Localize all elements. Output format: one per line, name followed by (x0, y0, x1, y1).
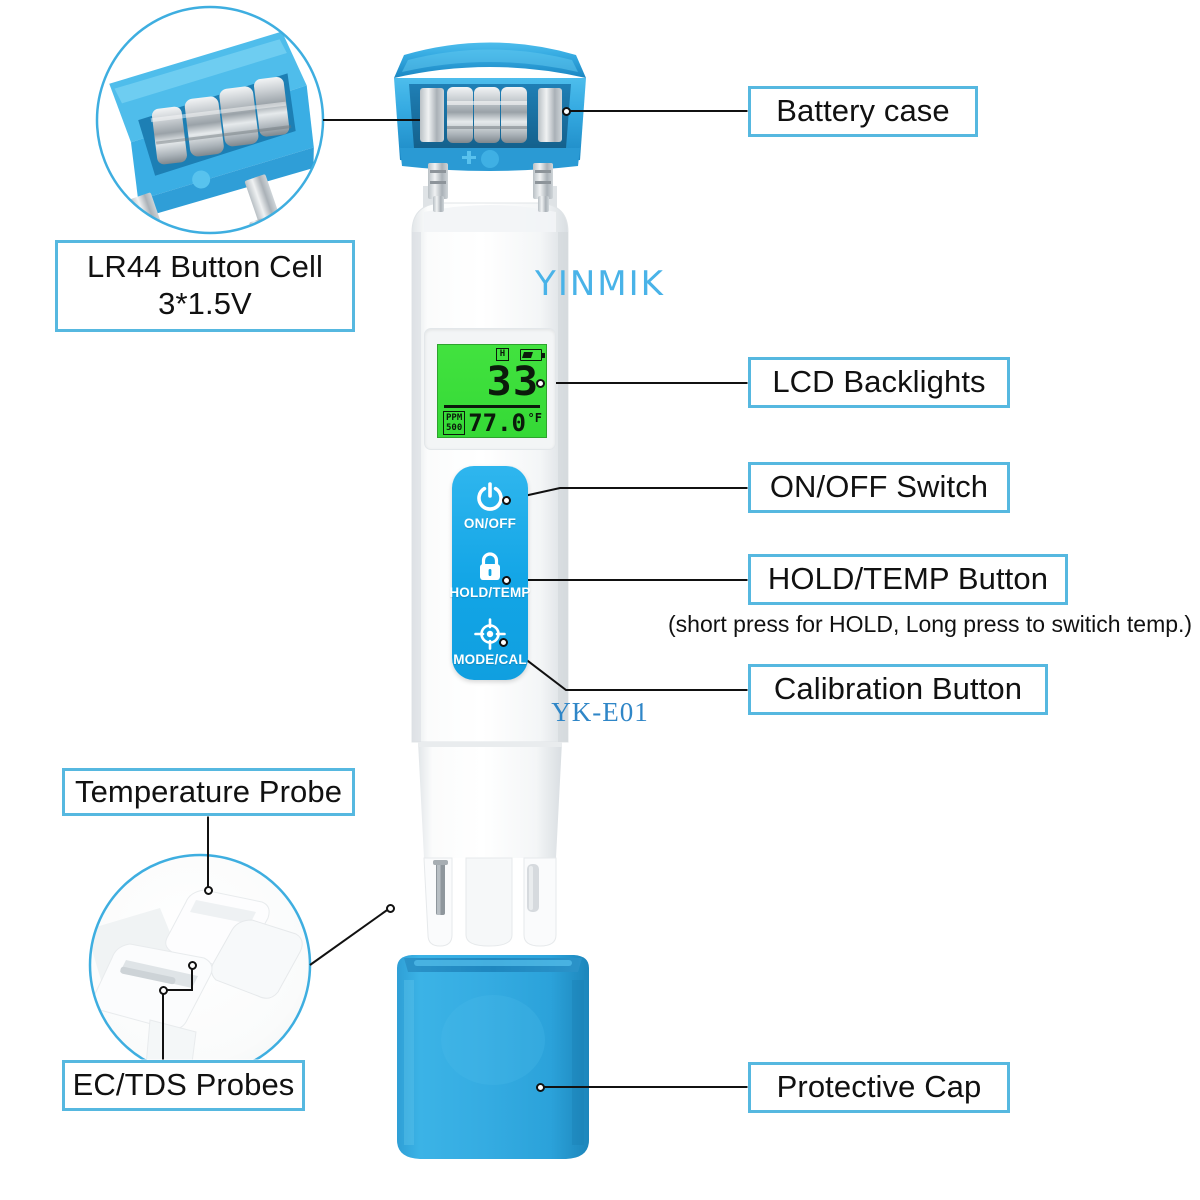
callout-button-cell-line1: LR44 Button Cell (87, 249, 323, 285)
dot-holdtemp (502, 576, 511, 585)
on-off-label: ON/OFF (463, 516, 517, 531)
lcd-unit-factor: 500 (446, 423, 463, 433)
lcd-main-value: 33 (486, 359, 539, 405)
lcd-temperature: 77.0 (468, 409, 526, 437)
dot-lcd (536, 379, 545, 388)
hold-temp-label: HOLD/TEMP (449, 585, 531, 600)
probe-detail-zoom (88, 853, 312, 1077)
lcd-divider (444, 405, 540, 408)
callout-calibration-label: Calibration Button (773, 671, 1023, 707)
callout-temperature-probe: Temperature Probe (62, 768, 355, 816)
callout-battery-case: Battery case (748, 86, 978, 137)
callout-ec-tds-probes: EC/TDS Probes (62, 1060, 305, 1111)
dot-ectds-a (188, 961, 197, 970)
dot-temp-probe (204, 886, 213, 895)
model-number: YK-E01 (551, 697, 649, 727)
probe-tines (423, 857, 557, 947)
power-icon (473, 480, 507, 514)
hold-temp-button[interactable]: HOLD/TEMP (449, 551, 531, 600)
callout-protective-cap-label: Protective Cap (776, 1069, 982, 1105)
lock-icon (475, 551, 505, 583)
dot-protective-cap (536, 1083, 545, 1092)
callout-hold-temp-note: (short press for HOLD, Long press to swi… (668, 611, 1193, 637)
hold-indicator-icon: H (496, 348, 509, 361)
battery-case-art (394, 42, 586, 212)
callout-button-cell: LR44 Button Cell 3*1.5V (55, 240, 355, 332)
dot-calibration (499, 638, 508, 647)
dot-battery-case (562, 107, 571, 116)
lcd-screen: H 33 PPM 500 77.0 °F (437, 344, 547, 438)
on-off-button[interactable]: ON/OFF (452, 480, 528, 531)
brand-logo: YINMIK (535, 264, 665, 304)
callout-battery-case-label: Battery case (776, 93, 950, 129)
callout-temperature-probe-label: Temperature Probe (74, 773, 343, 809)
battery-icon (520, 349, 545, 361)
dot-onoff (502, 496, 511, 505)
mode-cal-button[interactable]: MODE/CAL (452, 618, 528, 667)
protective-cap-art (397, 955, 589, 1159)
callout-ec-tds-probes-label: EC/TDS Probes (72, 1067, 295, 1103)
callout-on-off-switch-label: ON/OFF Switch (769, 469, 989, 505)
callout-button-cell-line2: 3*1.5V (158, 286, 252, 321)
callout-lcd-backlights: LCD Backlights (748, 357, 1010, 408)
lcd-unit-badge: PPM 500 (443, 411, 466, 435)
dot-probe-zoom (386, 904, 395, 913)
callout-lcd-backlights-label: LCD Backlights (772, 364, 986, 400)
callout-hold-temp-label: HOLD/TEMP Button (767, 561, 1049, 597)
callout-protective-cap: Protective Cap (748, 1062, 1010, 1113)
lcd-unit-ppm: PPM (446, 413, 463, 423)
callout-on-off-switch: ON/OFF Switch (748, 462, 1010, 513)
crosshair-icon (474, 618, 506, 650)
callout-hold-temp: HOLD/TEMP Button (748, 554, 1068, 605)
keypad-panel: ON/OFF HOLD/TEMP (449, 466, 531, 680)
lcd-temperature-unit: °F (527, 411, 542, 425)
mode-cal-label: MODE/CAL (453, 652, 527, 667)
callout-calibration: Calibration Button (748, 664, 1048, 715)
dot-ectds-b (159, 986, 168, 995)
battery-detail-zoom (95, 5, 325, 235)
